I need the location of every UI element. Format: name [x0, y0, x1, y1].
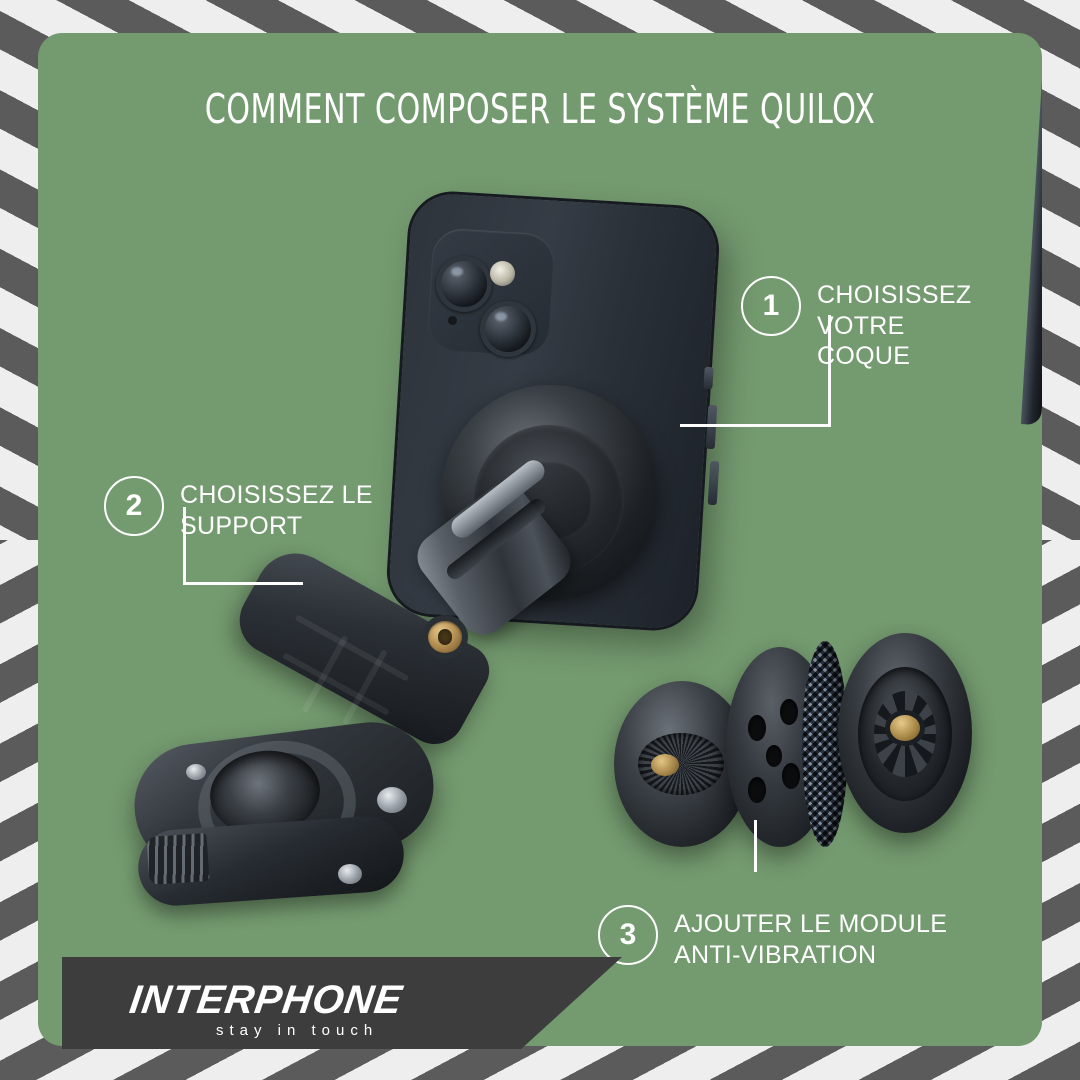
camera-lens-wide-icon [480, 301, 536, 357]
damper-hole [748, 777, 766, 803]
camera-flash-icon [490, 261, 515, 286]
callout-3-leader-vertical [754, 820, 757, 872]
brand-banner [62, 957, 622, 1049]
callout-add-anti-vibration: 3 AJOUTER LE MODULE ANTI-VIBRATION [598, 905, 947, 970]
lever-grip-ribs [146, 832, 210, 886]
camera-microphone-icon [448, 316, 457, 325]
callout-1-badge: 1 [741, 276, 801, 336]
damper-hole [780, 699, 798, 725]
callout-2-label: CHOISISSEZ LE SUPPORT [180, 481, 373, 540]
green-content-card: COMMENT COMPOSER LE SYSTÈME QUILOX [38, 33, 1042, 1046]
product-illustration [38, 33, 1042, 1046]
clamp-pivot-pin [338, 864, 362, 884]
callout-3-badge: 3 [598, 905, 658, 965]
page-title: COMMENT COMPOSER LE SYSTÈME QUILOX [204, 85, 876, 133]
callout-1-label: CHOISISSEZ VOTRE COQUE [817, 281, 972, 370]
clamp-pivot-pin [377, 787, 407, 813]
brand-tagline: stay in touch [216, 1022, 379, 1039]
callout-1-leader-vertical [828, 315, 831, 427]
callout-2-badge: 2 [104, 476, 164, 536]
callout-3-label: AJOUTER LE MODULE ANTI-VIBRATION [674, 910, 948, 969]
phone-volume-up-button [705, 404, 718, 450]
damper-hole [782, 763, 800, 789]
callout-1-leader-horizontal [680, 424, 831, 427]
clamp-pivot-pin [186, 764, 206, 780]
callout-2-leader-horizontal [183, 582, 303, 585]
phone-mute-switch [703, 366, 714, 390]
callout-choose-support: 2 CHOISISSEZ LE SUPPORT [104, 476, 373, 541]
callout-choose-case: 1 CHOISISSEZ VOTRE COQUE [741, 276, 1042, 372]
damper-hole [766, 745, 782, 767]
damper-hole [748, 715, 766, 741]
mount-cup-brass-hub-icon [890, 715, 920, 741]
brand-wordmark: INTERPHONE [126, 978, 406, 1022]
callout-2-leader-vertical [183, 507, 186, 585]
camera-lens-main-icon [436, 256, 492, 312]
brass-screw-icon [428, 621, 462, 653]
backplate-brass-hub-icon [651, 754, 679, 776]
phone-volume-down-button [707, 460, 720, 506]
